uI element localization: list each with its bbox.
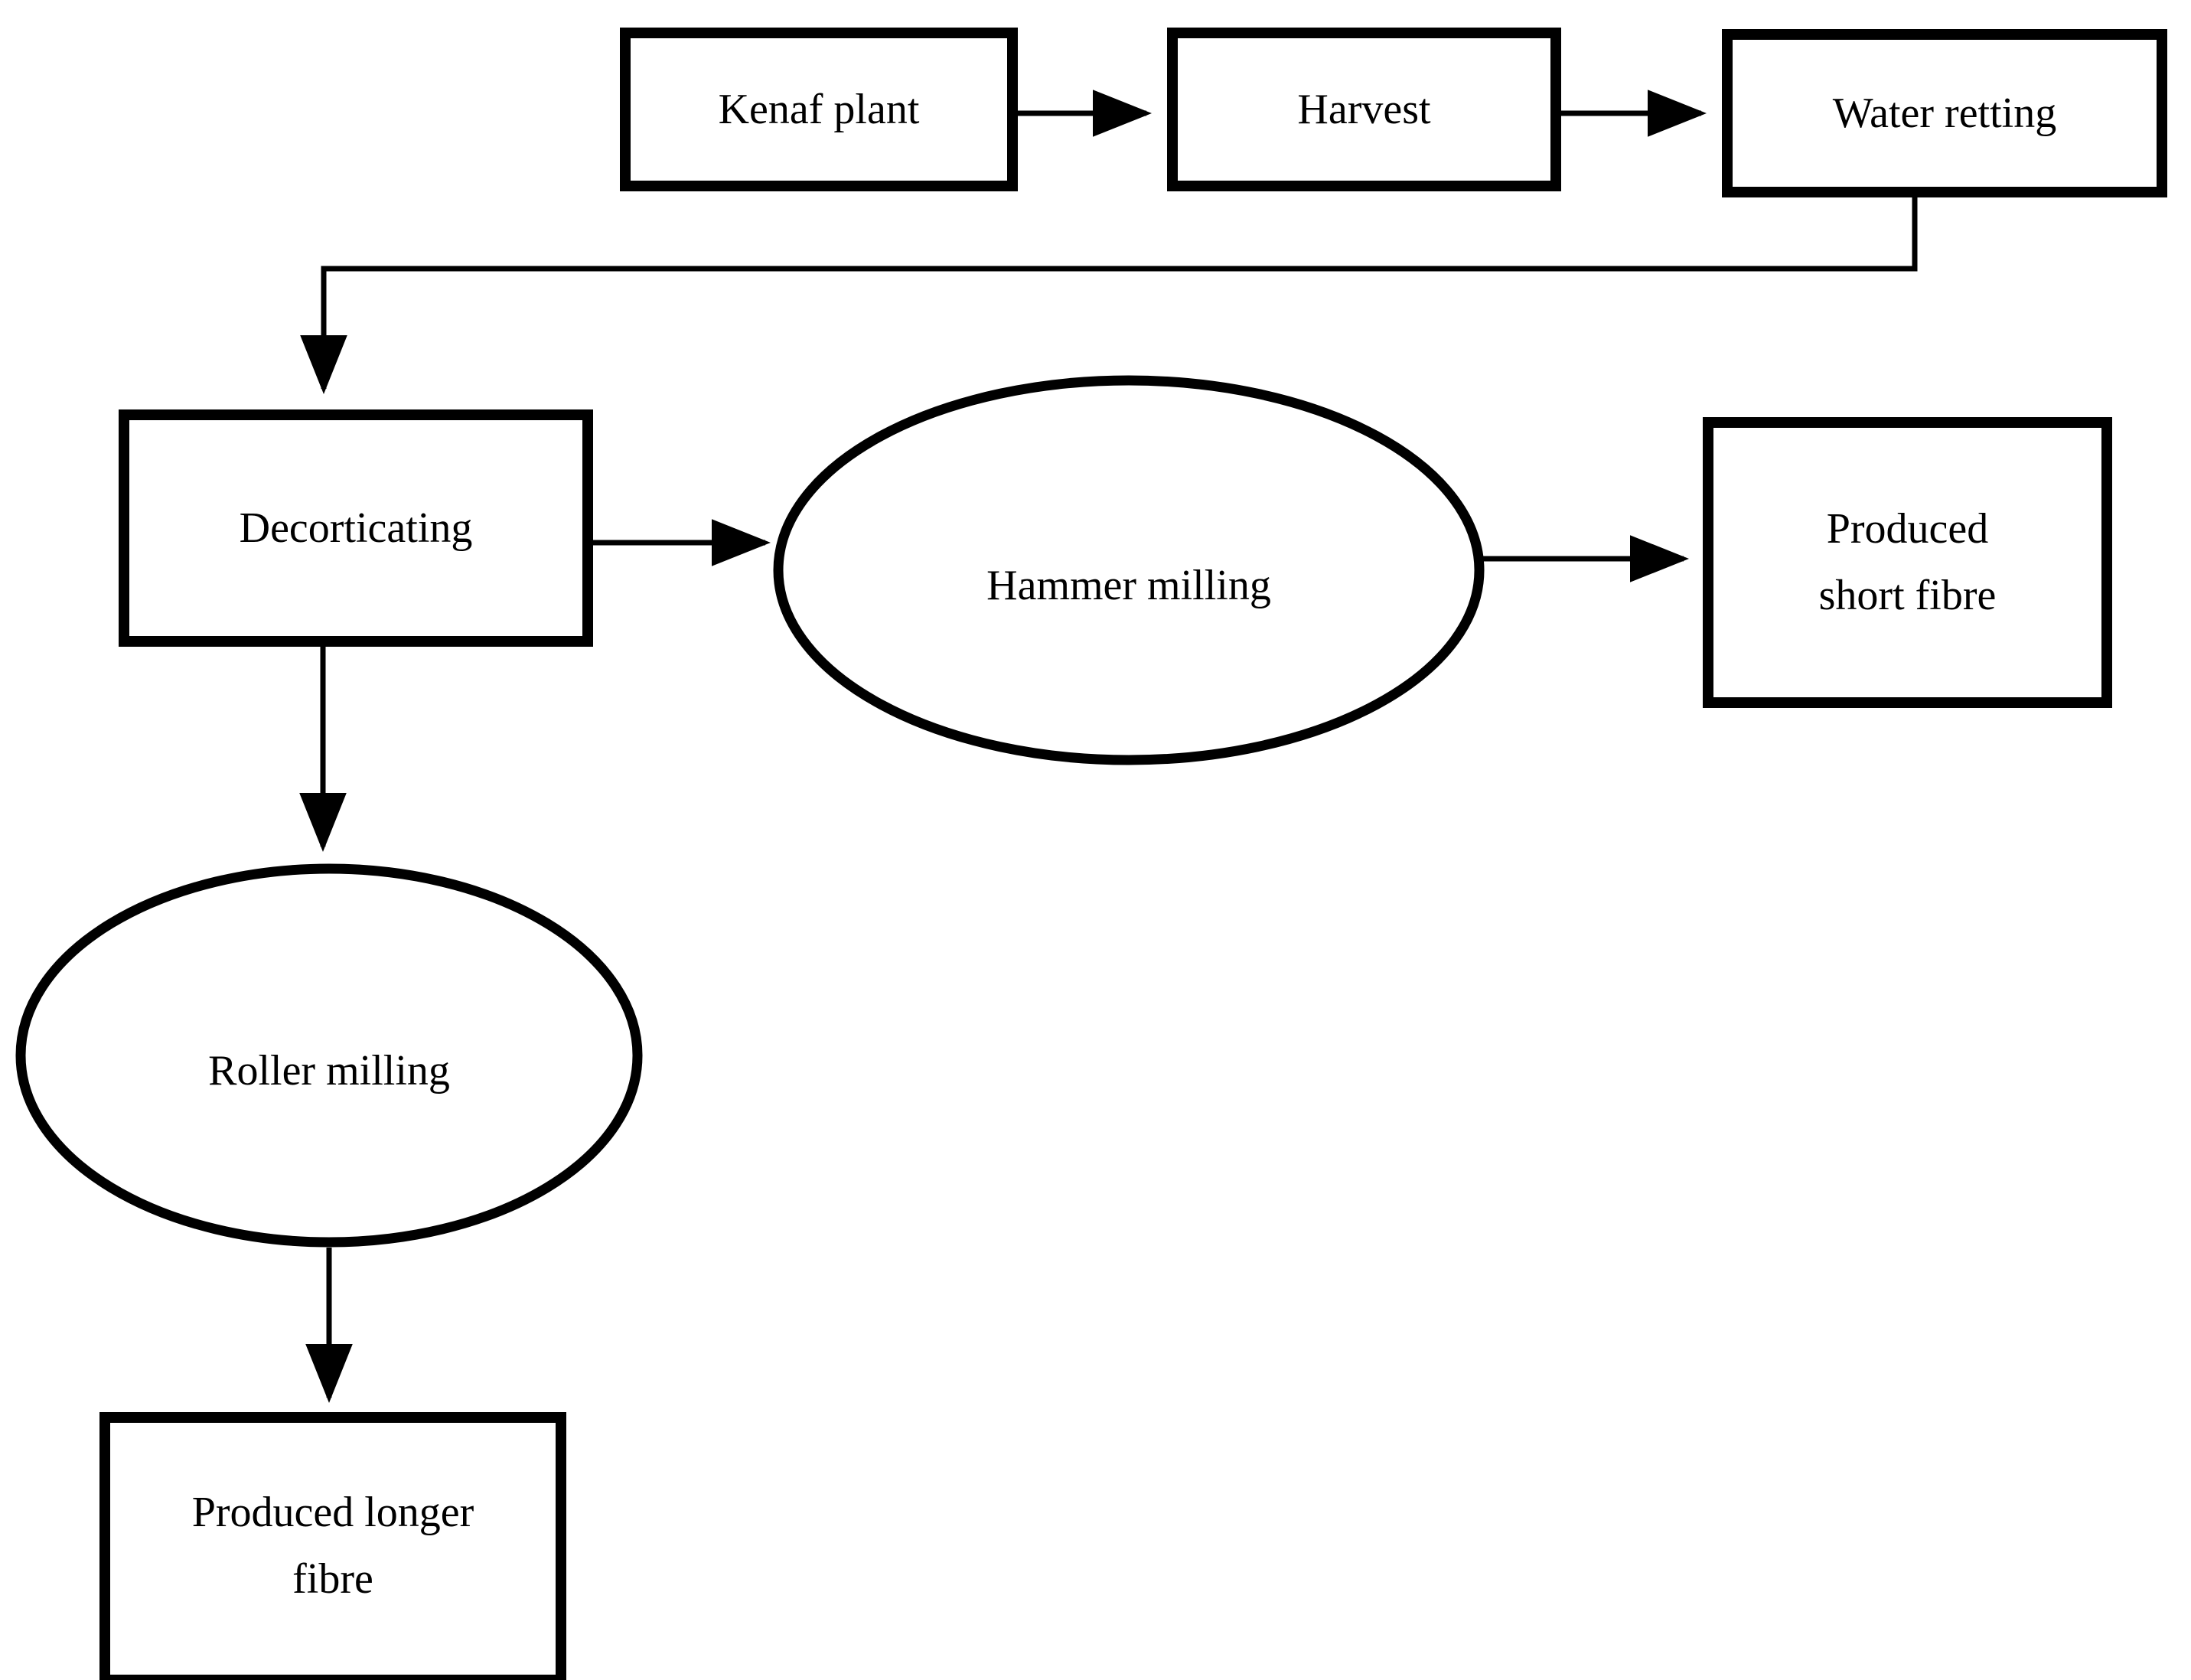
node-shape-produced-short-fibre[interactable] bbox=[1703, 417, 2112, 708]
node-shape-roller-milling[interactable] bbox=[15, 863, 643, 1248]
node-shapes bbox=[15, 28, 2167, 1680]
node-shape-kenaf-plant[interactable] bbox=[620, 28, 1018, 191]
connector-water-retting-to-decorticating bbox=[300, 197, 1918, 394]
connectors bbox=[299, 90, 1918, 1403]
node-shape-hammer-milling[interactable] bbox=[773, 375, 1485, 765]
node-shape-decorticating[interactable] bbox=[119, 409, 593, 647]
node-shape-produced-longer-fibre[interactable] bbox=[99, 1412, 566, 1680]
node-shape-harvest[interactable] bbox=[1167, 28, 1561, 191]
node-shape-water-retting[interactable] bbox=[1722, 29, 2167, 197]
